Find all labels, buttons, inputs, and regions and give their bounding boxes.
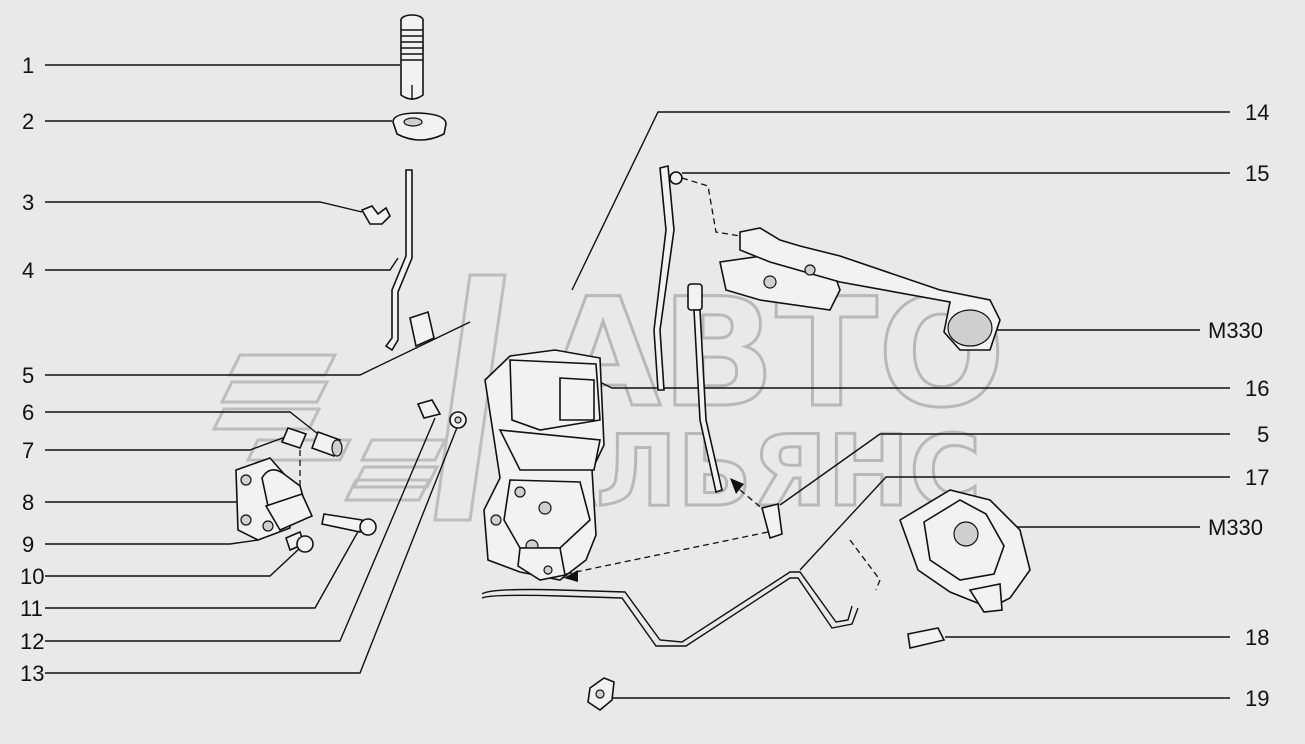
callout-right-17: 17 [1245,465,1269,490]
callout-left-12: 12 [20,629,44,654]
part-3-clip [360,205,391,225]
part-7-pin [280,427,308,449]
callout-left-6: 6 [22,400,34,425]
part-2-bushing [392,112,447,141]
callout-left-13: 13 [20,661,44,686]
callout-right-5: 5 [1257,422,1269,447]
part-10-screw [285,530,314,553]
leader-lines-left [45,64,471,674]
watermark-logo: АВТО АЛЬЯНС [211,266,1007,531]
callout-left-11: 11 [20,596,43,621]
part-17-rod [481,571,859,647]
part-19-clip [587,677,615,711]
part-16-rod [687,283,723,494]
part-4-rod [384,169,435,352]
lock-mechanism [483,349,605,581]
part-11-bolt [321,513,377,536]
callout-left-10: 10 [20,564,44,589]
callout-right-14: 14 [1245,100,1269,125]
callout-right-m330a: М330 [1208,318,1263,343]
callout-right-18: 18 [1245,625,1269,650]
callout-left-2: 2 [22,109,34,134]
part-18-gasket [907,627,946,649]
callout-left-3: 3 [22,190,34,215]
callout-right-19: 19 [1245,686,1269,711]
callout-left-5: 5 [22,363,34,388]
inner-handle [899,489,1031,613]
callout-left-8: 8 [22,490,34,515]
part-5-clip-right [761,503,783,540]
callouts-left: 1 2 3 4 5 6 7 8 9 10 11 12 13 [20,53,44,686]
callouts-right: 14 15 М330 16 5 17 М330 18 19 [1208,100,1269,711]
part-1-sleeve [400,14,424,100]
callout-left-4: 4 [22,258,34,283]
part-14-rod [653,164,675,391]
callout-right-m330b: М330 [1208,515,1263,540]
callout-left-1: 1 [22,53,34,78]
outer-handle [719,227,1001,351]
part-13-nut [449,411,467,429]
callout-left-9: 9 [22,532,34,557]
callout-right-15: 15 [1245,161,1269,186]
callout-right-16: 16 [1245,376,1269,401]
part-6-pin [310,430,343,458]
part-12-bolt [416,399,442,419]
leader-lines-right [564,111,1230,699]
part-8-hinge [235,457,314,541]
callout-left-7: 7 [22,438,34,463]
part-15-clip [669,171,683,185]
dash-15-to-handle [681,177,741,237]
